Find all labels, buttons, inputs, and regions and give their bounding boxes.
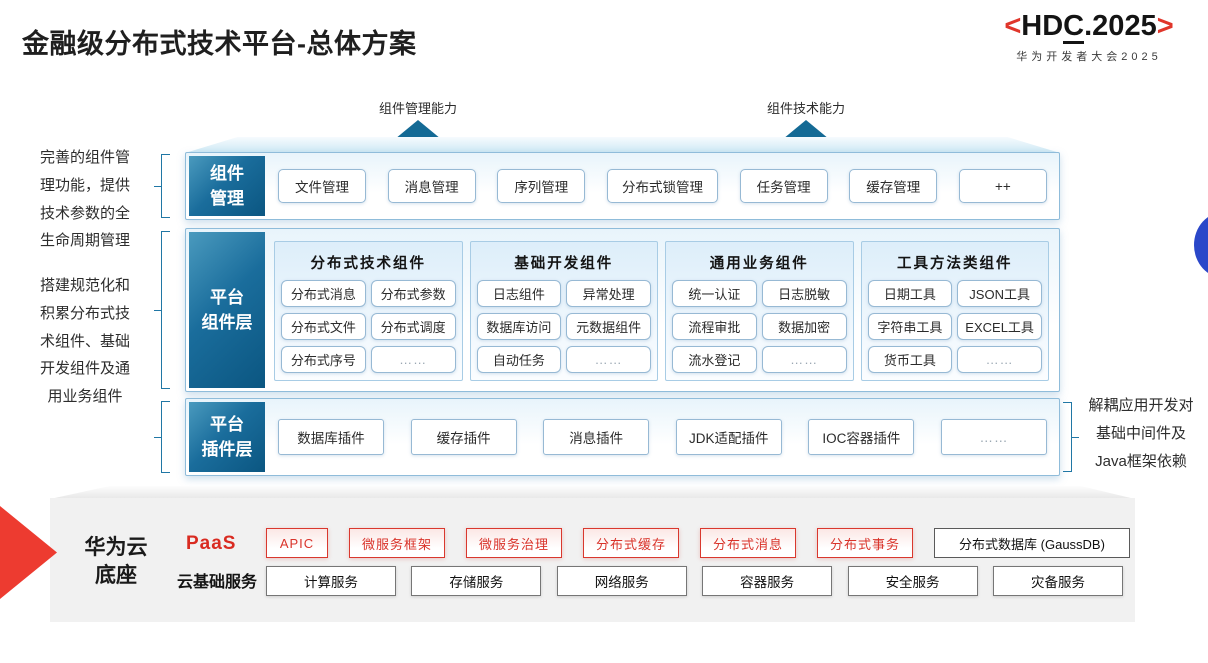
left-bracket-icon [154,401,170,473]
component-chip[interactable]: JSON工具 [957,280,1042,307]
red-arrow-icon [0,506,57,599]
logo-text-c: C [1063,10,1085,44]
logo-text: HD [1021,10,1064,42]
right-bracket-icon [1063,402,1079,472]
component-chip[interactable]: 消息管理 [387,169,476,203]
paas-service-chip[interactable]: 微服务治理 [465,528,562,558]
logo-left-bracket-icon: < [1004,10,1022,42]
layer-platform-components: 平台 组件层 分布式技术组件 分布式消息 分布式参数 分布式文件 分布式调度 分… [185,228,1060,392]
component-chip-ellipsis[interactable]: …… [761,346,847,373]
component-chip[interactable]: 自动任务 [476,346,562,373]
paas-service-chip[interactable]: 分布式消息 [699,528,796,558]
layer-component-management: 组件 管理 文件管理 消息管理 序列管理 分布式锁管理 任务管理 缓存管理 ++ [185,152,1060,220]
component-chip[interactable]: 文件管理 [278,169,366,203]
iaas-service-chip[interactable]: 网络服务 [556,566,687,596]
paas-services-row: APIC 微服务框架 微服务治理 分布式缓存 分布式消息 分布式事务 分布式数据… [266,528,1130,558]
capability-label: 组件管理能力 [378,101,457,116]
logo-text-year: .2025 [1084,10,1157,42]
plugin-chip[interactable]: JDK适配插件 [675,419,782,455]
component-chip[interactable]: 元数据组件 [566,313,651,340]
blue-circle-decoration [1194,212,1208,278]
component-chip[interactable]: 分布式锁管理 [606,169,718,203]
huawei-cloud-foundation-panel [50,498,1135,622]
component-chip-ellipsis[interactable]: …… [566,346,651,373]
group-tool-methods: 工具方法类组件 日期工具 JSON工具 字符串工具 EXCEL工具 货币工具 …… [860,241,1049,381]
note-component-management: 完善的组件管 理功能，提供 技术参数的全 生命周期管理 [39,149,130,250]
foundation-label: 华为云 底座 [84,536,148,588]
left-bracket-icon [154,231,170,389]
component-chip[interactable]: 异常处理 [566,280,651,307]
note-decouple-dependency: 解耦应用开发对 基础中间件及 Java框架依赖 [1088,397,1194,470]
component-chip[interactable]: 数据加密 [761,313,847,340]
component-chip-more[interactable]: ++ [958,169,1047,203]
gaussdb-chip[interactable]: 分布式数据库 (GaussDB) [933,528,1130,558]
layer-label: 平台 组件层 [189,232,265,388]
component-chip[interactable]: 分布式参数 [370,280,456,307]
component-chip[interactable]: 数据库访问 [476,313,562,340]
iaas-service-chip[interactable]: 存储服务 [411,566,542,596]
group-title: 分布式技术组件 [310,256,426,272]
component-chip[interactable]: 货币工具 [867,346,953,373]
iaas-service-chip[interactable]: 计算服务 [266,566,396,596]
plugin-chip[interactable]: 数据库插件 [278,419,384,455]
iaas-service-chip[interactable]: 安全服务 [847,566,978,596]
component-chip[interactable]: 日期工具 [867,280,953,307]
component-chip[interactable]: 流程审批 [672,313,757,340]
group-title: 基础开发组件 [514,256,614,272]
group-common-business: 通用业务组件 统一认证 日志脱敏 流程审批 数据加密 流水登记 …… [665,241,854,381]
hdc-2025-logo: <HDC.2025> 华为开发者大会2025 [984,10,1194,64]
iaas-service-chip[interactable]: 容器服务 [702,566,833,596]
group-basic-dev: 基础开发组件 日志组件 异常处理 数据库访问 元数据组件 自动任务 …… [469,241,658,381]
component-chip[interactable]: 统一认证 [672,280,757,307]
component-chip[interactable]: 流水登记 [672,346,757,373]
component-chip[interactable]: 分布式文件 [281,313,366,340]
group-title: 工具方法类组件 [897,256,1013,272]
component-chip[interactable]: 日志脱敏 [761,280,847,307]
logo-subtitle: 华为开发者大会2025 [1016,51,1162,63]
capability-label: 组件技术能力 [766,101,845,116]
component-chip[interactable]: 序列管理 [497,169,586,203]
component-chip[interactable]: 字符串工具 [867,313,953,340]
page-title: 金融级分布式技术平台-总体方案 [22,29,417,59]
paas-service-chip[interactable]: 分布式事务 [816,528,913,558]
component-chip[interactable]: 日志组件 [476,280,562,307]
group-distributed-tech: 分布式技术组件 分布式消息 分布式参数 分布式文件 分布式调度 分布式序号 …… [274,241,463,381]
iaas-service-chip[interactable]: 灾备服务 [992,566,1123,596]
component-chip[interactable]: 缓存管理 [849,169,938,203]
layer-platform-plugins: 平台 插件层 数据库插件 缓存插件 消息插件 JDK适配插件 IOC容器插件 …… [185,398,1060,476]
component-chip-ellipsis[interactable]: …… [957,346,1042,373]
paas-service-chip[interactable]: APIC [266,528,328,558]
paas-label: PaaS [186,533,237,554]
component-chip[interactable]: 分布式调度 [370,313,456,340]
row-top-flap [185,137,1060,153]
logo-wordmark: <HDC.2025> [984,10,1194,44]
cloud-basic-services-label: 云基础服务 [177,574,258,591]
note-platform-components: 搭建规范化和 积累分布式技 术组件、基础 开发组件及通 用业务组件 [39,277,130,405]
component-chip-ellipsis[interactable]: …… [370,346,456,373]
plugin-chip[interactable]: 缓存插件 [410,419,517,455]
layer-label: 组件 管理 [189,156,265,216]
foundation-top-flap [50,486,1135,499]
paas-service-chip[interactable]: 分布式缓存 [582,528,679,558]
left-bracket-icon [154,154,170,218]
cloud-basic-services-row: 计算服务 存储服务 网络服务 容器服务 安全服务 灾备服务 [266,566,1123,596]
layer-label: 平台 插件层 [189,402,265,472]
paas-service-chip[interactable]: 微服务框架 [348,528,445,558]
plugin-chip[interactable]: 消息插件 [543,419,650,455]
component-chip[interactable]: 任务管理 [739,169,828,203]
component-chip[interactable]: EXCEL工具 [957,313,1042,340]
plugin-chip[interactable]: IOC容器插件 [808,419,915,455]
component-chip[interactable]: 分布式消息 [281,280,366,307]
plugin-chip-ellipsis[interactable]: …… [940,419,1047,455]
group-title: 通用业务组件 [709,256,809,272]
component-chip[interactable]: 分布式序号 [281,346,366,373]
logo-right-bracket-icon: > [1156,10,1174,42]
